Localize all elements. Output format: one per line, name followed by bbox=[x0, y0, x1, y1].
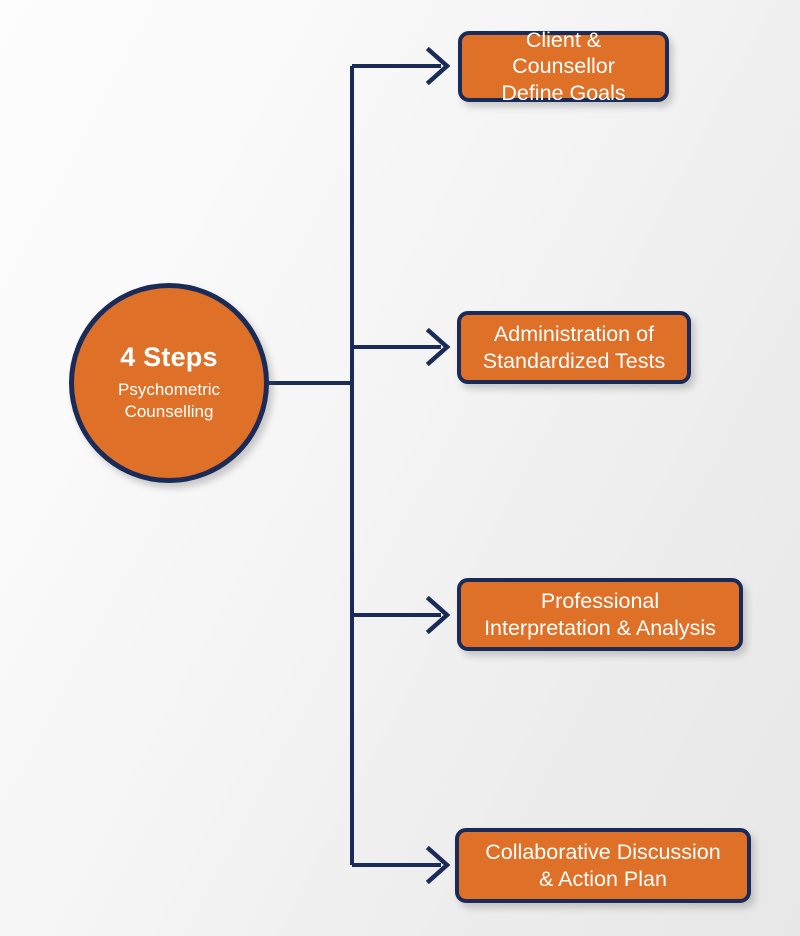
step-box-1-label: Client & Counsellor Define Goals bbox=[472, 27, 655, 107]
arrowhead-icon-3 bbox=[425, 595, 451, 635]
step-box-4[interactable]: Collaborative Discussion & Action Plan bbox=[455, 828, 751, 903]
arrowhead-icon-4 bbox=[425, 845, 451, 885]
step-box-2[interactable]: Administration of Standardized Tests bbox=[457, 311, 691, 384]
step-box-3-label: Professional Interpretation & Analysis bbox=[484, 588, 716, 641]
hub-circle[interactable]: 4 Steps Psychometric Counselling bbox=[69, 283, 269, 483]
step-box-4-line-2: & Action Plan bbox=[539, 866, 667, 891]
step-box-1-line-1: Client & Counsellor bbox=[512, 27, 615, 79]
step-box-1[interactable]: Client & Counsellor Define Goals bbox=[458, 28, 669, 105]
step-box-2-line-2: Standardized Tests bbox=[482, 348, 666, 373]
step-box-4-line-1: Collaborative Discussion bbox=[485, 839, 721, 864]
arrowhead-icon-1 bbox=[425, 46, 451, 86]
hub-subtitle: Psychometric Counselling bbox=[74, 379, 264, 424]
hub-subtitle-line-2: Counselling bbox=[124, 402, 214, 422]
hub-subtitle-line-1: Psychometric bbox=[117, 379, 221, 399]
step-box-2-line-1: Administration of bbox=[493, 321, 655, 346]
hub-title: 4 Steps bbox=[120, 342, 218, 373]
step-box-3-line-1: Professional bbox=[540, 588, 660, 613]
step-box-2-label: Administration of Standardized Tests bbox=[483, 321, 665, 374]
step-box-3[interactable]: Professional Interpretation & Analysis bbox=[457, 578, 743, 651]
step-box-4-label: Collaborative Discussion & Action Plan bbox=[485, 839, 720, 892]
step-box-3-line-2: Interpretation & Analysis bbox=[484, 615, 716, 640]
step-box-1-line-2: Define Goals bbox=[501, 80, 626, 105]
arrowhead-icon-2 bbox=[425, 327, 451, 367]
